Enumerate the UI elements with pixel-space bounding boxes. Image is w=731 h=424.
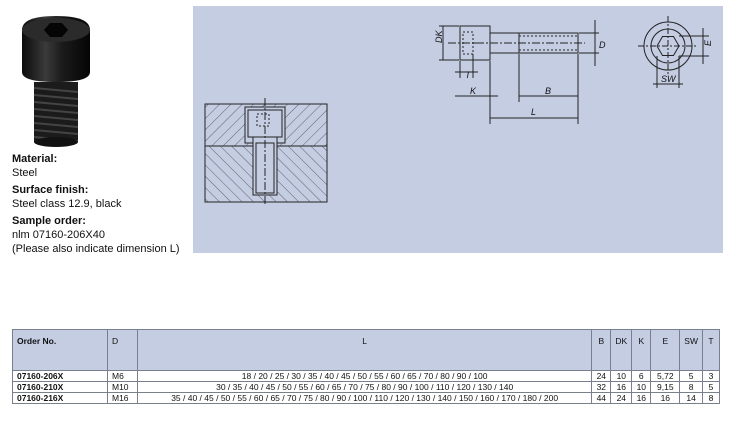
- k-cell: 16: [631, 392, 652, 404]
- end-view: [638, 16, 709, 88]
- sample-order-label: Sample order:: [12, 215, 86, 227]
- table-row: 07160-206X M6 18 / 20 / 25 / 30 / 35 / 4…: [12, 370, 720, 382]
- product-specs: Material: Steel Surface finish: Steel cl…: [12, 152, 187, 256]
- table-header-row: Order No. D L B DK K E SW T: [12, 329, 720, 371]
- col-e: E: [650, 329, 681, 371]
- col-sw: SW: [679, 329, 703, 371]
- surface-finish-value: Steel class 12.9, black: [12, 198, 122, 210]
- col-k: K: [631, 329, 652, 371]
- col-b: B: [591, 329, 612, 371]
- material-label: Material:: [12, 153, 58, 165]
- material-value: Steel: [12, 167, 38, 179]
- col-d: D: [107, 329, 138, 371]
- sw-cell: 14: [679, 392, 703, 404]
- d-cell: M16: [107, 392, 138, 404]
- order-no-cell: 07160-216X: [12, 392, 108, 404]
- t-label: T: [465, 70, 472, 80]
- e-cell: 16: [650, 392, 681, 404]
- b-cell: 44: [591, 392, 612, 404]
- order-no-cell: 07160-210X: [12, 381, 108, 393]
- technical-drawing: DK T K B L D E SW: [193, 6, 723, 253]
- d-label: D: [599, 40, 606, 50]
- k-cell: 6: [631, 370, 652, 382]
- installation-section: [204, 98, 328, 206]
- t-cell: 8: [702, 392, 720, 404]
- dk-cell: 16: [610, 381, 633, 393]
- d-cell: M6: [107, 370, 138, 382]
- sw-cell: 5: [679, 370, 703, 382]
- b-cell: 24: [591, 370, 612, 382]
- table-row: 07160-210X M10 30 / 35 / 40 / 45 / 50 / …: [12, 381, 720, 393]
- k-label: K: [470, 86, 477, 96]
- dimension-table: Order No. D L B DK K E SW T 07160-206X M…: [12, 329, 720, 404]
- product-photo: [12, 10, 102, 150]
- dk-cell: 24: [610, 392, 633, 404]
- l-cell: 30 / 35 / 40 / 45 / 50 / 55 / 60 / 65 / …: [136, 381, 593, 393]
- t-cell: 3: [702, 370, 720, 382]
- col-order-no: Order No.: [12, 329, 108, 371]
- surface-finish-label: Surface finish:: [12, 184, 89, 196]
- col-t: T: [702, 329, 720, 371]
- order-no-cell: 07160-206X: [12, 370, 108, 382]
- side-view: [439, 20, 599, 124]
- d-cell: M10: [107, 381, 138, 393]
- sw-label: SW: [661, 74, 677, 84]
- sw-cell: 8: [679, 381, 703, 393]
- b-cell: 32: [591, 381, 612, 393]
- e-cell: 5,72: [650, 370, 681, 382]
- dk-label: DK: [434, 30, 444, 43]
- l-label: L: [531, 107, 536, 117]
- e-label: E: [703, 39, 713, 46]
- dk-cell: 10: [610, 370, 633, 382]
- col-dk: DK: [610, 329, 633, 371]
- e-cell: 9,15: [650, 381, 681, 393]
- table-row: 07160-216X M16 35 / 40 / 45 / 50 / 55 / …: [12, 392, 720, 404]
- b-label: B: [545, 86, 551, 96]
- t-cell: 5: [702, 381, 720, 393]
- l-cell: 35 / 40 / 45 / 50 / 55 / 60 / 65 / 70 / …: [136, 392, 593, 404]
- sample-order-value: nlm 07160-206X40: [12, 229, 105, 241]
- col-l: L: [136, 329, 593, 371]
- k-cell: 10: [631, 381, 652, 393]
- l-cell: 18 / 20 / 25 / 30 / 35 / 40 / 45 / 50 / …: [136, 370, 593, 382]
- sample-order-note: (Please also indicate dimension L): [12, 243, 180, 255]
